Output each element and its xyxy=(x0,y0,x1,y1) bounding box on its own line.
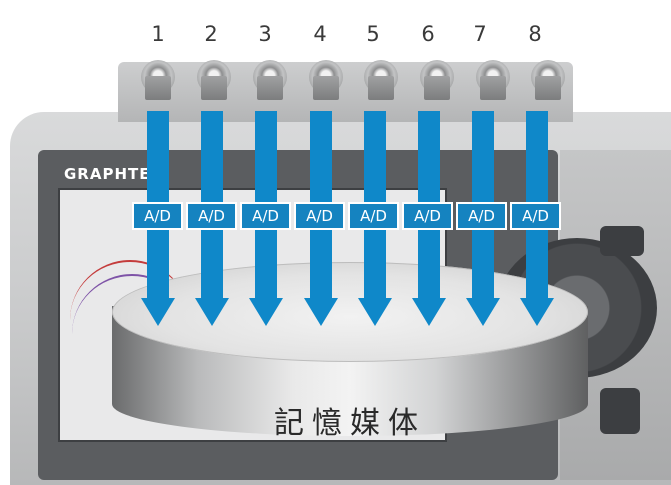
device-brand-logo: GRAPHTEC xyxy=(64,165,163,183)
storage-media-disk: 記憶媒体 xyxy=(112,262,588,467)
channel-number: 2 xyxy=(204,22,218,46)
channel-number: 5 xyxy=(366,22,380,46)
channel-number: 1 xyxy=(151,22,165,46)
start-stop-button-icon xyxy=(600,388,640,434)
ad-converter-box: A/D xyxy=(132,202,183,230)
channel-number: 7 xyxy=(473,22,487,46)
channel-number: 6 xyxy=(421,22,435,46)
input-connector-icon xyxy=(364,60,398,100)
menu-button-icon xyxy=(600,226,644,256)
input-connector-icon xyxy=(531,60,565,100)
input-connector-icon xyxy=(420,60,454,100)
channel-number: 8 xyxy=(528,22,542,46)
ad-converter-box: A/D xyxy=(348,202,399,230)
input-connector-icon xyxy=(309,60,343,100)
disk-top xyxy=(112,262,588,362)
ad-converter-box: A/D xyxy=(294,202,345,230)
waveform-purple xyxy=(72,274,192,416)
storage-media-label: 記憶媒体 xyxy=(274,406,426,441)
input-connector-icon xyxy=(141,60,175,100)
input-connector-icon xyxy=(253,60,287,100)
waveform-red xyxy=(70,260,190,402)
ad-converter-box: A/D xyxy=(186,202,237,230)
ad-converter-box: A/D xyxy=(402,202,453,230)
ad-converter-box: A/D xyxy=(510,202,561,230)
ad-converter-box: A/D xyxy=(456,202,507,230)
channel-number: 4 xyxy=(313,22,327,46)
input-connector-icon xyxy=(197,60,231,100)
signal-arrow xyxy=(249,111,283,326)
ad-converter-box: A/D xyxy=(240,202,291,230)
input-connector-icon xyxy=(476,60,510,100)
channel-number: 3 xyxy=(258,22,272,46)
